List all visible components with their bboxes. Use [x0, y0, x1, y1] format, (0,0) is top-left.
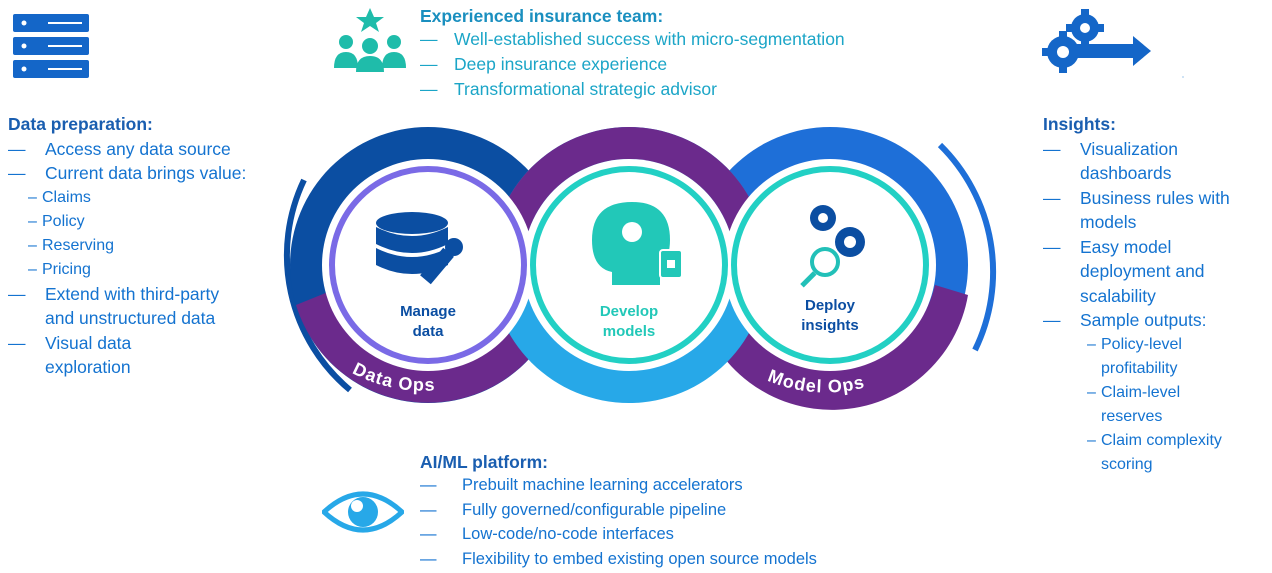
- manage-label-2: data: [413, 323, 445, 340]
- team-title: Experienced insurance team:: [420, 6, 664, 26]
- outer-arc-left: [283, 178, 352, 393]
- ai-head-icon: [592, 202, 683, 285]
- insights-title: Insights:: [1043, 114, 1116, 134]
- platform-item: Low-code/no-code interfaces: [420, 522, 980, 547]
- data-preparation-title: Data preparation:: [8, 114, 153, 134]
- data-preparation-block: Data preparation: Access any data source…: [8, 112, 248, 380]
- manage-label-1: Manage: [400, 303, 456, 320]
- database-wrench-icon: [376, 212, 463, 285]
- team-icon: [334, 8, 406, 72]
- ops-diagram: Manage data Develop models Deploy insigh…: [283, 127, 997, 410]
- insights-subitem: Policy-level profitability: [1043, 333, 1251, 381]
- platform-title: AI/ML platform:: [420, 452, 549, 472]
- platform-block: AI/ML platform: Prebuilt machine learnin…: [420, 451, 980, 571]
- prep-subitem: Reserving: [8, 234, 248, 258]
- outer-arc-right: [937, 142, 997, 352]
- team-item: Deep insurance experience: [420, 52, 980, 77]
- insights-block: Insights: Visualization dashboards Busin…: [1043, 112, 1272, 477]
- deploy-label-2: insights: [801, 317, 859, 334]
- eye-icon: [322, 491, 404, 533]
- platform-item: Prebuilt machine learning accelerators: [420, 473, 980, 498]
- prep-subitem: Pricing: [8, 258, 248, 282]
- platform-item: Flexibility to embed existing open sourc…: [420, 547, 980, 572]
- gears-search-icon: [800, 205, 865, 288]
- insights-item: Visualization dashboards: [1043, 137, 1240, 186]
- deploy-label-1: Deploy: [805, 297, 856, 314]
- prep-item: Current data brings value:: [8, 161, 248, 186]
- server-icon: [13, 14, 89, 78]
- team-item: Well-established success with micro-segm…: [420, 27, 980, 52]
- insights-item: Easy model deployment and scalability: [1043, 235, 1250, 309]
- prep-item: Access any data source: [8, 137, 248, 162]
- insights-subitem: Claim-level reserves: [1043, 381, 1231, 429]
- gears-arrow-icon: [1042, 9, 1184, 78]
- develop-label-2: models: [603, 323, 656, 340]
- insights-item: Business rules with models: [1043, 186, 1250, 235]
- insights-subitem: Claim complexity scoring: [1043, 429, 1271, 477]
- prep-subitem: Claims: [8, 186, 248, 210]
- develop-label-1: Develop: [600, 303, 658, 320]
- platform-item: Fully governed/configurable pipeline: [420, 498, 980, 523]
- team-block: Experienced insurance team: Well-establi…: [420, 5, 980, 102]
- prep-subitem: Policy: [8, 210, 248, 234]
- team-item: Transformational strategic advisor: [420, 77, 980, 102]
- prep-item: Extend with third-party and unstructured…: [8, 282, 245, 331]
- insights-item: Sample outputs:: [1043, 308, 1272, 333]
- prep-item: Visual data exploration: [8, 331, 215, 380]
